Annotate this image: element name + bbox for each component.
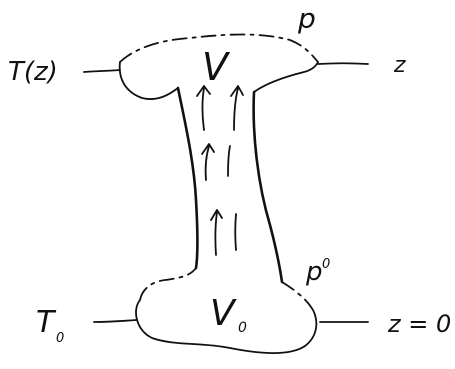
- lower-parcel-lower-outline: [135, 299, 318, 354]
- lower-pressure-label: p: [305, 257, 323, 287]
- upper-height-label: z: [393, 53, 406, 78]
- upper-parcel-dashed-outline: [119, 33, 319, 63]
- lower-temperature-label: T: [36, 305, 57, 340]
- lower-temperature-leader: [93, 319, 137, 323]
- lower-volume-label: V: [210, 293, 237, 334]
- column-left-wall: [176, 86, 199, 270]
- lower-parcel-dashed-outline: [139, 267, 315, 313]
- lower-height-label: z = 0: [387, 310, 451, 338]
- upper-parcel-lower-outline: [118, 61, 319, 100]
- upward-flow-arrows: [196, 85, 244, 256]
- lower-pressure-superscript: 0: [322, 257, 330, 272]
- upper-height-leader: [317, 62, 369, 65]
- upper-temperature-leader: [83, 69, 121, 73]
- upper-temperature-label: T(z): [8, 57, 58, 87]
- upper-volume-label: V: [202, 45, 231, 89]
- lower-temperature-subscript: 0: [56, 331, 64, 346]
- lower-volume-subscript: 0: [238, 320, 247, 336]
- column-right-wall: [252, 90, 284, 284]
- upper-pressure-label: p: [297, 2, 316, 35]
